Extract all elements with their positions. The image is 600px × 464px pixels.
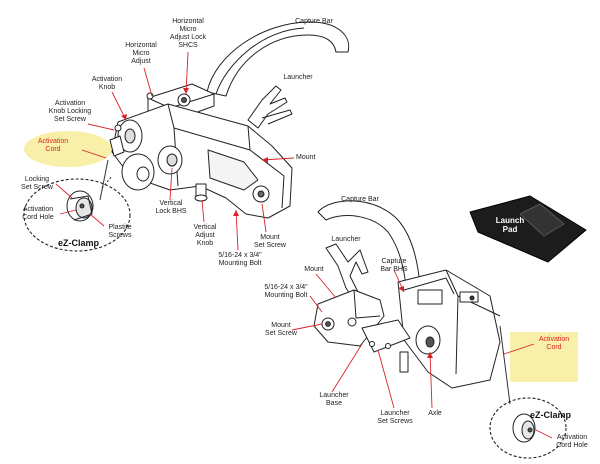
label-activation-cord-hole-right: Activation Cord Hole: [556, 434, 588, 449]
top-activation-knob: [109, 119, 143, 157]
top-capture-bar: [206, 21, 350, 97]
bottom-activation-cord: [499, 325, 511, 405]
leader-mounting-bolt-top: [235, 209, 239, 251]
bottom-launcher-base: [361, 319, 411, 373]
leader-mount-set-screw-top: [261, 203, 267, 233]
top-activation-cord: [99, 159, 109, 201]
leader-mount-set-screw-bottom: [291, 323, 323, 331]
leader-mounting-bolt-bottom: [309, 295, 323, 313]
label-launcher-top: Launcher: [283, 74, 313, 81]
ez-clamp-left-drawing: [23, 178, 131, 252]
leader-activation-cord-hole-right: [535, 429, 553, 439]
leader-vertical-lock-bhs: [169, 167, 173, 201]
leader-activation-cord-top: [81, 149, 107, 159]
bottom-launcher: [325, 243, 369, 301]
top-launcher: [247, 85, 293, 129]
leader-launcher-base: [331, 343, 363, 393]
label-capture-bar-bottom: Capture Bar: [341, 196, 379, 203]
top-mount: [111, 103, 293, 219]
label-launcher-set-screws: Launcher Set Screws: [377, 410, 413, 425]
label-capture-bar-bhs: Capture Bar BHS: [380, 258, 408, 273]
label-axle: Axle: [428, 410, 442, 417]
launch-pad-drawing: [469, 195, 587, 263]
leader-axle: [429, 351, 433, 409]
top-screws: [114, 92, 154, 132]
top-vertical-adjust-knob: [194, 183, 208, 202]
activation-cord-highlight-top: [24, 131, 112, 167]
leader-activation-cord-hole-left: [59, 209, 77, 215]
label-mount-bottom: Mount: [304, 266, 324, 273]
label-capture-bar-top: Capture Bar: [295, 18, 333, 25]
leader-activation-knob-locking: [87, 123, 115, 131]
label-mount-set-screw-top: Mount Set Screw: [254, 234, 286, 249]
label-horizontal-micro-adjust-lock: Horizontal Micro Adjust Lock SHCS: [169, 18, 207, 49]
leader-activation-cord-bottom: [503, 343, 535, 355]
label-activation-cord-bottom: Activation Cord: [538, 336, 570, 351]
label-activation-knob-locking: Activation Knob Locking Set Screw: [48, 100, 92, 123]
bottom-body: [397, 269, 501, 389]
leader-locking-set-screw: [55, 183, 73, 199]
leader-plastite-screws: [89, 213, 105, 227]
label-ez-clamp-left: eZ-Clamp: [58, 238, 100, 248]
label-mounting-bolt-bottom: 5/16-24 x 3/4" Mounting Bolt: [264, 284, 308, 299]
label-ez-clamp-right: eZ-Clamp: [530, 410, 572, 420]
label-plastite-screws: Plastite Screws: [108, 224, 132, 239]
label-vertical-lock-bhs: Vertical Lock BHS: [155, 200, 187, 215]
label-activation-cord-top: Activation Cord: [37, 138, 69, 153]
label-launcher-bottom: Launcher: [331, 236, 361, 243]
bottom-capture-bar: [317, 200, 421, 289]
leader-horizontal-micro-adjust: [143, 67, 153, 97]
top-wheels: [121, 145, 183, 191]
leader-horizontal-micro-adjust-lock: [185, 51, 189, 95]
label-launcher-base: Launcher Base: [319, 392, 349, 407]
leader-mount-bottom: [315, 273, 337, 299]
label-mount-top: Mount: [296, 154, 316, 161]
label-mount-set-screw-bottom: Mount Set Screw: [265, 322, 297, 337]
label-launch-pad: Launch Pad: [495, 216, 525, 234]
leader-launcher-set-screws: [377, 349, 395, 409]
activation-cord-highlight-bottom: [510, 332, 578, 382]
leader-vertical-adjust-knob: [201, 199, 205, 223]
ez-clamp-right-drawing: [489, 397, 567, 459]
label-activation-cord-hole-left: Activation Cord Hole: [22, 206, 54, 221]
ez-clamp-left-connector: [101, 175, 113, 189]
label-horizontal-micro-adjust: Horizontal Micro Adjust: [125, 42, 157, 65]
label-locking-set-screw: Locking Set Screw: [21, 176, 53, 191]
leader-arrowheads: [121, 88, 433, 358]
label-vertical-adjust-knob: Vertical Adjust Knob: [193, 224, 217, 247]
label-activation-knob: Activation Knob: [91, 76, 123, 91]
label-mounting-bolt-top: 5/16-24 x 3/4" Mounting Bolt: [218, 252, 262, 267]
